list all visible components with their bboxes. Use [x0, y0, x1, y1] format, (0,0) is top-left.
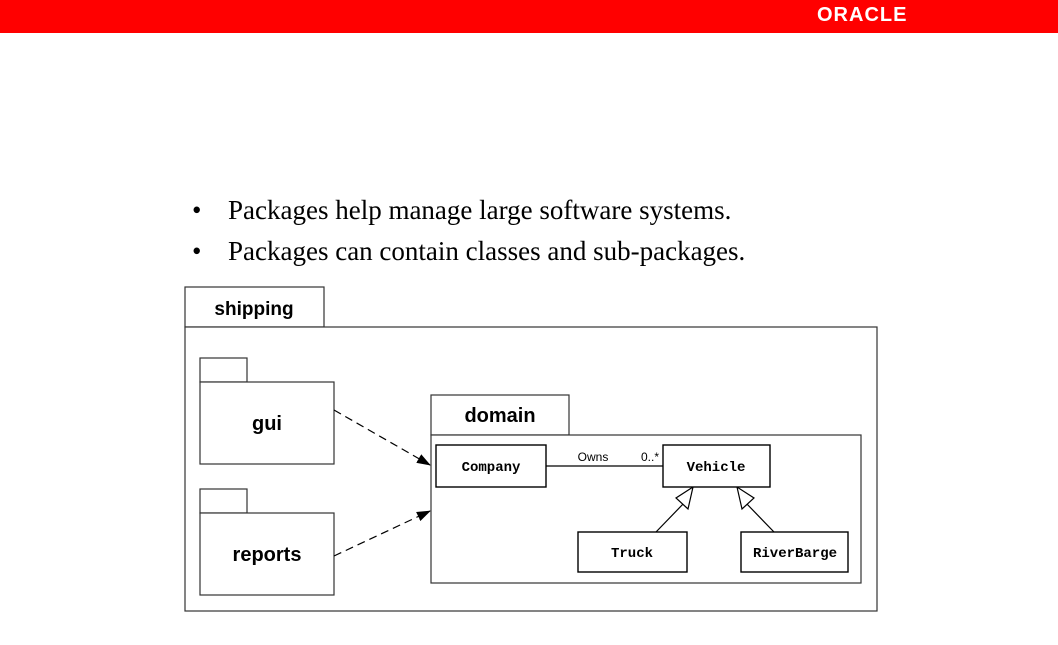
class-vehicle-label: Vehicle [687, 460, 746, 476]
class-company-label: Company [462, 460, 521, 476]
bullet-list: • Packages help manage large software sy… [192, 193, 745, 275]
generalization-line-riverbarge [744, 501, 775, 533]
package-shipping-label: shipping [214, 299, 293, 320]
dependency-arrow-gui [333, 409, 431, 466]
class-riverbarge: RiverBarge [740, 531, 849, 573]
package-body [199, 381, 335, 465]
package-gui-label: gui [252, 413, 282, 435]
package-reports-label: reports [233, 544, 302, 566]
generalization-arrowhead [736, 485, 755, 511]
class-riverbarge-label: RiverBarge [753, 546, 837, 562]
association-label: Owns [578, 450, 609, 464]
header-bar: ORACLE [0, 0, 1058, 33]
package-gui: gui [199, 357, 335, 465]
class-company: Company [435, 444, 547, 488]
package-tab [430, 394, 570, 436]
package-body [199, 512, 335, 596]
bullet-item: • Packages can contain classes and sub-p… [192, 234, 745, 275]
bullet-item: • Packages help manage large software sy… [192, 193, 745, 234]
package-tab [199, 488, 248, 514]
class-vehicle: Vehicle [662, 444, 771, 488]
bullet-text: Packages can contain classes and sub-pac… [228, 236, 746, 266]
bullet-marker: • [192, 236, 202, 266]
bullet-text: Packages help manage large software syst… [228, 195, 732, 225]
class-truck: Truck [577, 531, 688, 573]
dependency-arrow-reports [333, 510, 431, 557]
package-tab [199, 357, 248, 383]
generalization-line-truck [655, 501, 686, 533]
generalization-arrowhead [675, 485, 694, 511]
oracle-logo: ORACLE [817, 4, 908, 26]
class-truck-label: Truck [611, 546, 653, 562]
package-reports: reports [199, 488, 335, 596]
package-tab [184, 286, 325, 328]
bullet-marker: • [192, 195, 202, 225]
package-domain-label: domain [464, 405, 535, 427]
association-multiplicity: 0..* [641, 450, 659, 464]
